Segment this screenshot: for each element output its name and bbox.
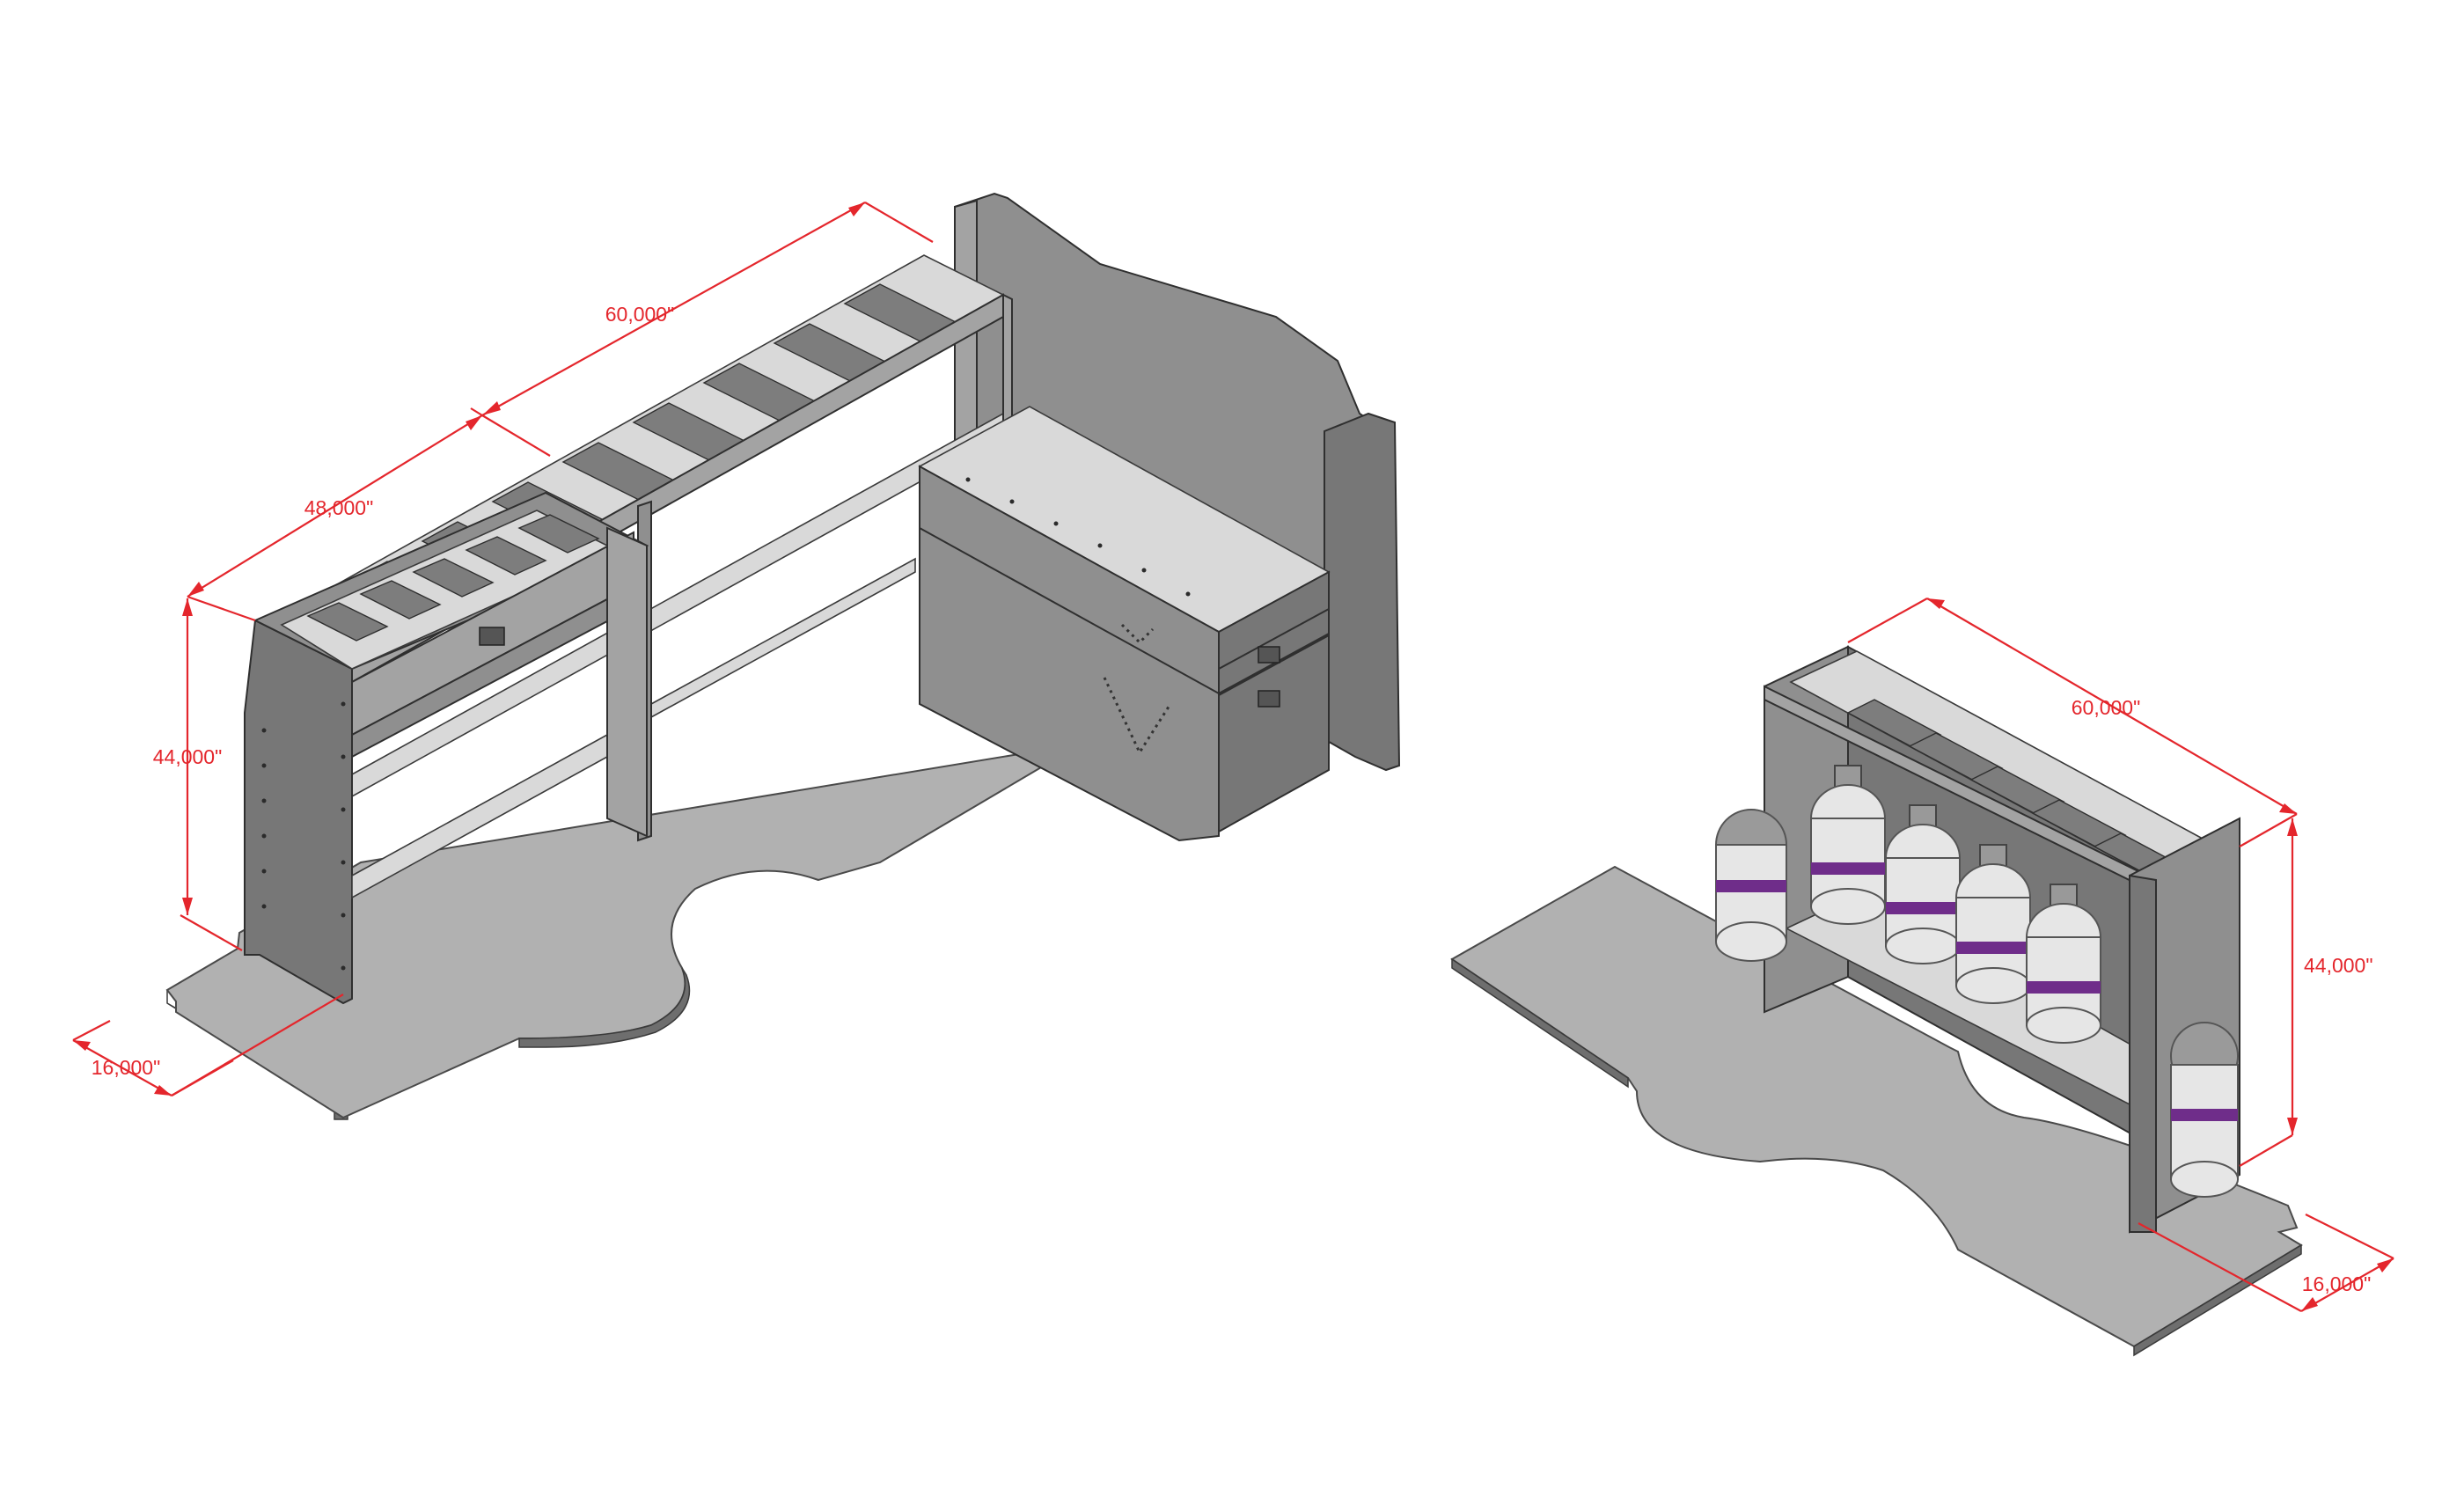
propane-tank (1955, 844, 2031, 1004)
left-top-length-label: 60,000" (605, 303, 675, 326)
right-height-label: 44,000" (2304, 954, 2373, 977)
left-depth-label: 16,000" (92, 1056, 161, 1079)
propane-tank (1810, 765, 1886, 925)
left-dimensions (72, 202, 934, 1096)
right-shelf-bars (1846, 699, 2189, 883)
propane-tank (1885, 804, 1961, 964)
left-perforation-dots (261, 477, 1191, 971)
right-tank-rack-assembly: 60,000" 44,000" 16,000" (1450, 598, 2394, 1357)
left-floor-plate (165, 751, 1059, 1120)
propane-tank (2170, 1022, 2239, 1198)
left-mid-length-label: 48,000" (304, 496, 374, 519)
right-depth-label: 16,000" (2302, 1272, 2372, 1295)
left-front-cabinet (244, 491, 649, 1005)
right-dimensions (1847, 598, 2394, 1312)
left-van-assembly: 60,000" 48,000" 44,000" 16,000" (72, 192, 1401, 1120)
propane-tanks (1715, 765, 2239, 1198)
propane-tank (2026, 884, 2101, 1044)
right-floor-plate (1450, 865, 2303, 1357)
propane-tank (1715, 809, 1787, 962)
right-length-label: 60,000" (2072, 696, 2141, 719)
left-height-label: 44,000" (153, 745, 223, 768)
left-drawer-cabinet (918, 406, 1331, 842)
